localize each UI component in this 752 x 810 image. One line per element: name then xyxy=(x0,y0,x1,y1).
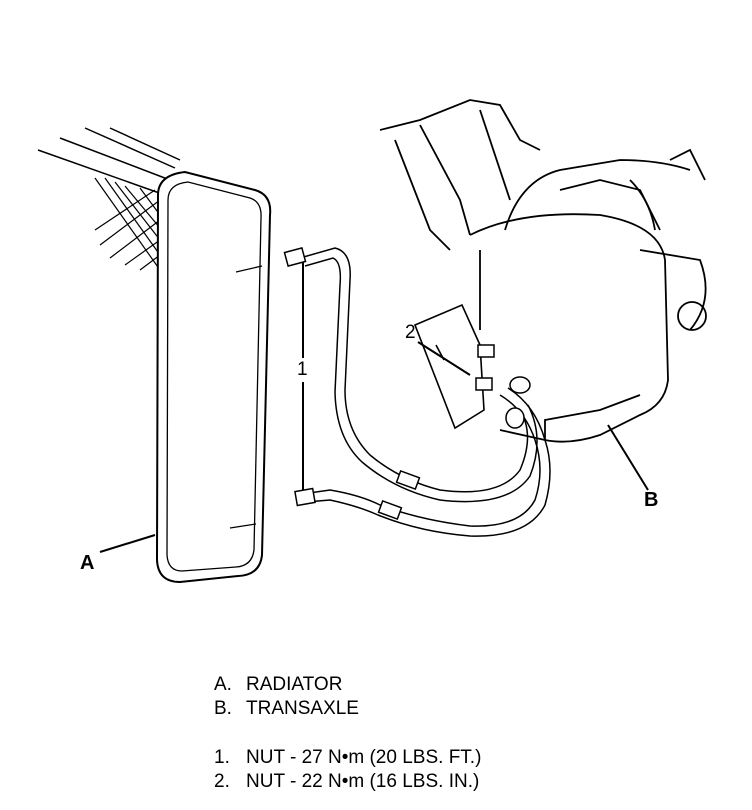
cooler-line-upper xyxy=(299,247,538,503)
legend-item-radiator: A. RADIATOR xyxy=(214,673,481,697)
radiator-core xyxy=(37,127,181,196)
radiator-tank xyxy=(155,170,272,584)
legend-key: 2. xyxy=(214,771,230,792)
legend-text: NUT - 27 N•m (20 LBS. FT.) xyxy=(246,747,482,768)
callout-radiator: A xyxy=(80,552,95,574)
legend-item-nut-2: 2. NUT - 22 N•m (16 LBS. IN.) xyxy=(214,770,481,794)
cooler-lines-illustration xyxy=(37,99,707,584)
transaxle xyxy=(379,99,707,443)
bracket-plate xyxy=(413,303,485,430)
line-fittings xyxy=(283,246,531,521)
legend-text: TRANSAXLE xyxy=(246,698,359,719)
cooler-line-lower xyxy=(301,387,551,537)
legend-key: 1. xyxy=(214,747,230,768)
callout-nut-1: 1 xyxy=(297,359,308,380)
callout-transaxle: B xyxy=(644,489,659,511)
legend-text: NUT - 22 N•m (16 LBS. IN.) xyxy=(246,771,480,792)
leader-lines xyxy=(99,262,649,553)
legend-key: B. xyxy=(214,698,232,719)
legend-key: A. xyxy=(214,674,232,695)
legend: A. RADIATOR B. TRANSAXLE 1. NUT - 27 N•m (2… xyxy=(214,673,481,794)
callout-nut-2: 2 xyxy=(405,322,416,343)
legend-spacer xyxy=(214,721,481,746)
legend-text: RADIATOR xyxy=(246,674,343,695)
radiator-mesh xyxy=(94,177,161,271)
legend-item-transaxle: B. TRANSAXLE xyxy=(214,697,481,721)
legend-item-nut-1: 1. NUT - 27 N•m (20 LBS. FT.) xyxy=(214,746,481,770)
